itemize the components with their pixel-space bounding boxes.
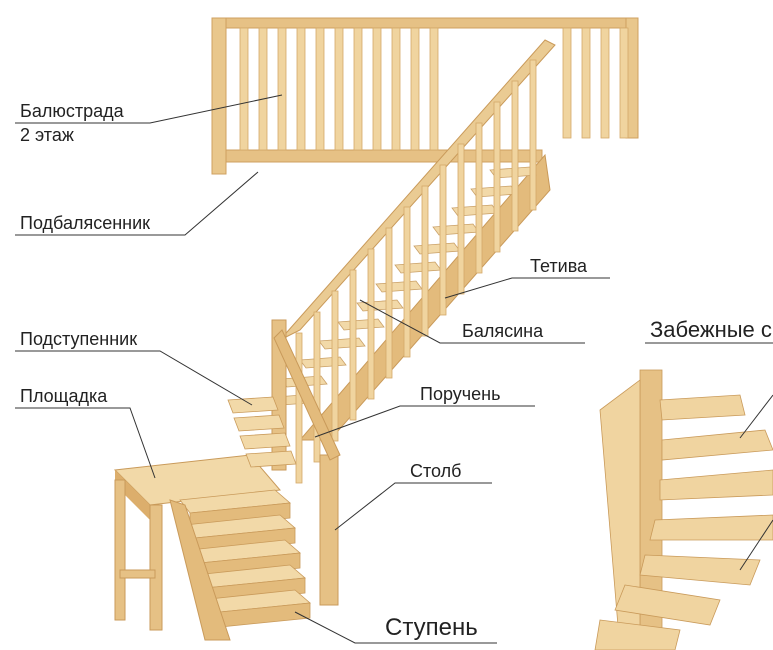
- upper-baluster: [277, 27, 287, 151]
- flight-lower-step: [227, 396, 279, 414]
- flight-baluster: [349, 269, 357, 421]
- upper-baluster: [600, 27, 610, 139]
- upper-balustrade: [211, 17, 639, 175]
- flight-lower-step: [245, 450, 297, 468]
- flight-baluster: [529, 59, 537, 211]
- label-step: Ступень: [385, 614, 478, 641]
- upper-baluster: [410, 27, 420, 151]
- upper-baluster: [429, 27, 439, 151]
- upper-baluster: [334, 27, 344, 151]
- upper-baluster: [619, 27, 629, 139]
- flight-baluster: [457, 143, 465, 295]
- flight-lower-step: [239, 432, 291, 450]
- upper-baluster: [391, 27, 401, 151]
- upper-step: [337, 318, 385, 331]
- upper-baluster: [353, 27, 363, 151]
- label-balustrade: Балюстрада: [20, 101, 124, 121]
- label-balustrade-floor: 2 этаж: [20, 125, 74, 145]
- upper-baluster: [315, 27, 325, 151]
- label-sub-baluster: Подбалясенник: [20, 213, 151, 233]
- flight-baluster: [295, 332, 303, 484]
- lower-stringer: [169, 499, 231, 641]
- flight-baluster: [403, 206, 411, 358]
- flight-baluster: [313, 311, 321, 463]
- upper-baluster: [296, 27, 306, 151]
- label-baluster: Балясина: [462, 321, 544, 341]
- label-post: Столб: [410, 461, 462, 481]
- upper-baluster: [239, 27, 249, 151]
- upper-baluster: [258, 27, 268, 151]
- flight-baluster: [511, 80, 519, 232]
- upper-step: [413, 242, 461, 255]
- upper-step: [394, 261, 442, 274]
- winder-stair: [594, 369, 773, 650]
- upper-step: [299, 356, 347, 369]
- upper-step: [375, 280, 423, 293]
- flight-baluster: [493, 101, 501, 253]
- label-landing: Площадка: [20, 386, 108, 406]
- upper-baluster: [562, 27, 572, 139]
- label-handrail: Поручень: [420, 384, 501, 404]
- flight-baluster: [421, 185, 429, 337]
- flight-baluster: [331, 290, 339, 442]
- flight-baluster: [385, 227, 393, 379]
- label-winder-steps: Забежные с: [650, 317, 772, 342]
- upper-baluster: [372, 27, 382, 151]
- flight-lower-step: [233, 414, 285, 432]
- leader-lines: [15, 94, 773, 644]
- flight-baluster: [475, 122, 483, 274]
- flight-baluster: [367, 248, 375, 400]
- upper-step: [318, 337, 366, 350]
- upper-baluster: [581, 27, 591, 139]
- label-riser: Подступенник: [20, 329, 138, 349]
- lower-handrail: [273, 329, 341, 461]
- label-stringer: Тетива: [530, 256, 588, 276]
- flight-baluster: [439, 164, 447, 316]
- inner-stringer: [279, 39, 556, 341]
